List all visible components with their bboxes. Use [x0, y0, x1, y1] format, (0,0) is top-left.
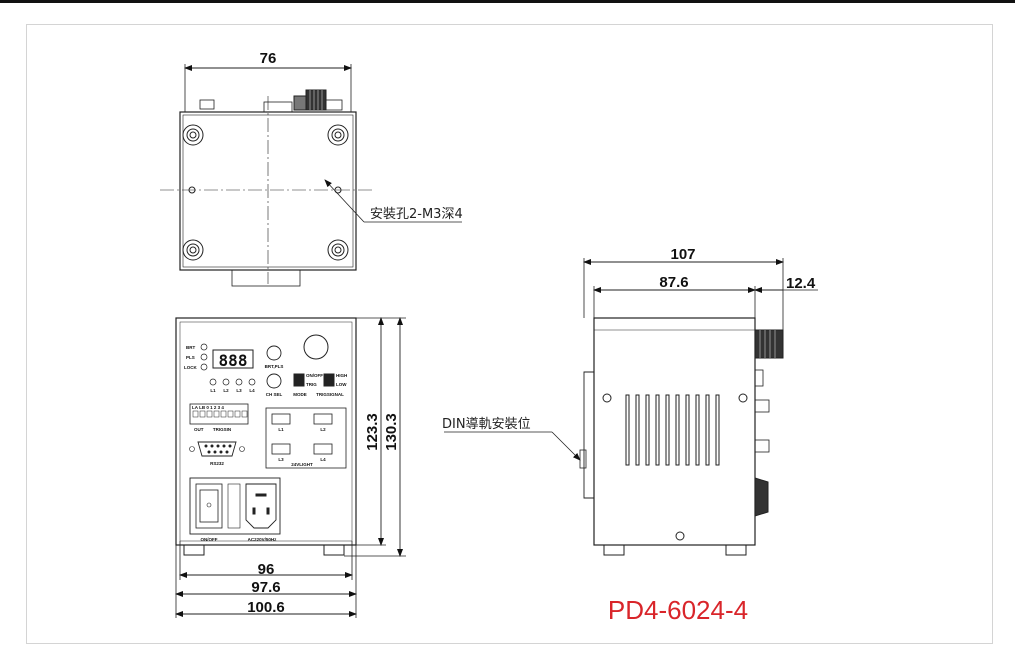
switch1-bottom-label: TRIG [306, 382, 317, 387]
knob-label: BRT,PLS [265, 364, 284, 369]
drawing-frame [26, 24, 993, 644]
ch-led-l4: L4 [249, 388, 255, 393]
port-label-l1: L1 [278, 427, 284, 432]
mount-hole-note: 安裝孔2-M3深4 [370, 207, 463, 222]
port-label-l2: L2 [320, 427, 326, 432]
dim-width-100-6: 100.6 [247, 599, 285, 616]
top-rule [0, 0, 1015, 3]
dim-width-97-6: 97.6 [251, 579, 280, 596]
port-label-l3: L3 [278, 457, 284, 462]
model-number: PD4-6024-4 [608, 595, 748, 625]
port-label-l4: L4 [320, 457, 326, 462]
dim-side-knob: 12.4 [786, 275, 816, 292]
mode-label: MODE [293, 392, 307, 397]
dim-side-body: 87.6 [659, 274, 688, 291]
top-view [160, 64, 462, 287]
side-view [444, 258, 818, 556]
dim-height-130-3: 130.3 [383, 413, 400, 451]
ac-input-label: AC220V/50Hz [248, 537, 278, 542]
power-switch-label: ON/OFF [201, 537, 218, 542]
ch-led-l2: L2 [223, 388, 229, 393]
led-label-brt: BRT [186, 345, 195, 350]
led-label-pls: PLS [186, 355, 195, 360]
dim-side-total: 107 [670, 246, 695, 263]
switch2-bottom-label: LOW [336, 382, 347, 387]
led-label-lock: LOCK [184, 365, 197, 370]
ch-sel-label: CH SEL [266, 392, 283, 397]
trigsin-label: TRIGSIN [213, 427, 231, 432]
terminal-out-label: OUT [194, 427, 204, 432]
din-rail-note: DIN導軌安裝位 [442, 416, 531, 432]
ch-led-l1: L1 [210, 388, 216, 393]
front-view [175, 317, 406, 618]
ch-led-l3: L3 [236, 388, 242, 393]
rs232-label: RS232 [210, 461, 224, 466]
dim-height-123-3: 123.3 [364, 413, 381, 451]
trig-signal-label: TRIGSIGNAL [316, 392, 344, 397]
switch2-top-label: HIGH [336, 373, 347, 378]
dim-top-width: 76 [260, 50, 277, 67]
terminal-top-label: LA LB 0 1 2 3 4 [192, 405, 224, 410]
dim-width-96: 96 [258, 561, 275, 578]
switch1-top-label: ON/OFF [306, 373, 323, 378]
light-ports-label: 24VLIGHT [291, 462, 313, 467]
seven-segment-display: 888 [219, 351, 248, 370]
